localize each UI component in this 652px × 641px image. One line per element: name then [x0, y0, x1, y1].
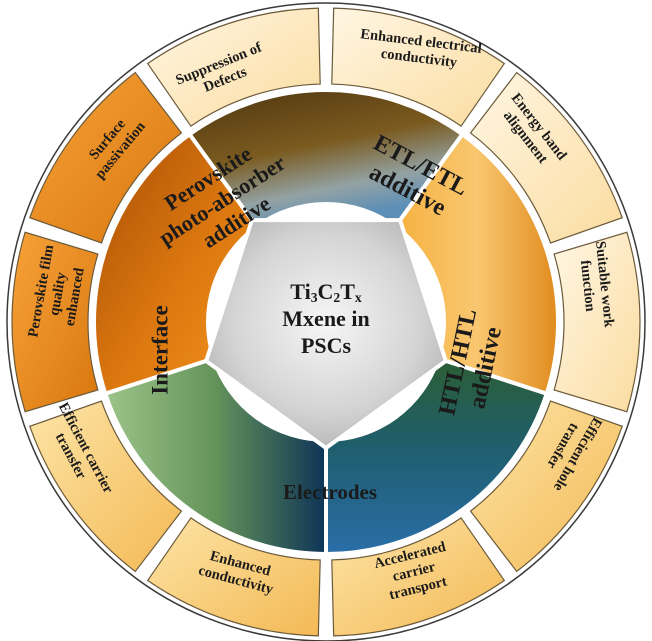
category-label-interface-line: Interface: [148, 305, 173, 394]
sub-segment-enhanced-conductivity: [331, 517, 506, 637]
category-ring: [91, 87, 561, 557]
middle-ring-edge: [91, 87, 561, 557]
sub-label-suitable-work-function-line: function: [577, 259, 598, 312]
sub-segment-efficient-hole-transfer: [553, 231, 641, 413]
category-label-electrodes-line: Electrodes: [283, 480, 377, 504]
center-subscript: 2: [333, 290, 340, 305]
sub-segment-efficient-carrier-transfer: [146, 517, 321, 637]
center-text: Mxene in: [282, 306, 369, 331]
sub-label-perovskite-film-quality-enhanced-line: quality: [46, 270, 69, 316]
sub-segment-energy-band-alignment: [331, 7, 506, 127]
center-text: T: [340, 279, 355, 304]
sub-segment-enhanced-electrical-conductivity: [146, 7, 321, 127]
center-title-line: PSCs: [301, 333, 352, 358]
center-pentagon: [203, 218, 449, 451]
sub-segment-suitable-work-function: [469, 71, 623, 244]
sub-segment-surface-passivation: [11, 231, 99, 413]
center-text: C: [318, 279, 334, 304]
center-group: [203, 218, 449, 451]
center-title-line: Mxene in: [282, 306, 369, 331]
sub-segment-accelerated-carrier-transport: [469, 400, 623, 573]
center-title-line: Ti3C2Tx: [290, 279, 362, 305]
center-subscript: x: [355, 290, 362, 305]
category-label-interface: Interface: [148, 305, 173, 394]
center-subscript: 3: [311, 290, 318, 305]
category-label-electrodes: Electrodes: [283, 480, 377, 504]
center-text: Ti: [290, 279, 310, 304]
center-text: PSCs: [301, 333, 352, 358]
sub-segment-suppression-of-defects: [29, 71, 183, 244]
sub-segment-perovskite-film-quality-enhanced: [29, 400, 183, 573]
